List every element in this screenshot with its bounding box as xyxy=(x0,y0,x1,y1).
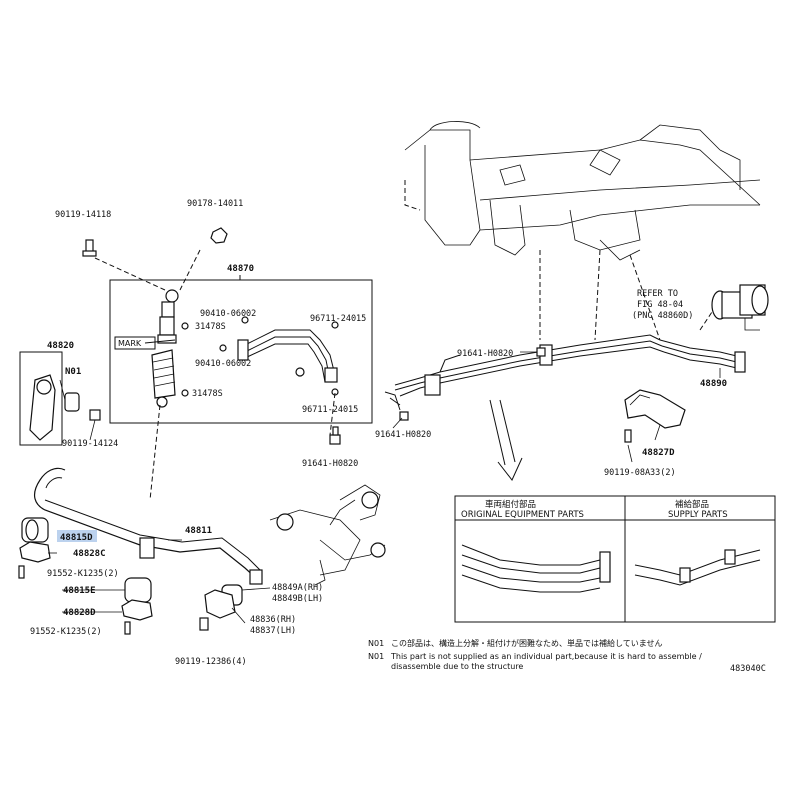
label-90410-06002-a: 90410-06002 xyxy=(200,309,256,319)
group-box-48820 xyxy=(19,351,63,446)
label-31478s-b: 31478S xyxy=(192,389,223,399)
label-48890: 48890 xyxy=(700,379,727,389)
vehicle-frame-outline xyxy=(404,121,761,341)
stabilizer-bar xyxy=(33,467,263,585)
label-96711-24015-b: 96711-24015 xyxy=(302,405,358,415)
bracket-48828c xyxy=(19,541,51,563)
label-91552-k1235-a: 91552-K1235(2) xyxy=(47,569,119,579)
label-90410-06002-b: 90410-06002 xyxy=(195,359,251,369)
label-91552-k1235-b: 91552-K1235(2) xyxy=(30,627,102,637)
note-n01-jp-tag: N01 xyxy=(368,639,384,648)
label-48827d: 48827D xyxy=(642,448,675,458)
brake-line-bundle xyxy=(384,334,746,411)
washer-bolts-48870 xyxy=(181,316,339,397)
leader-91641-h0820-a xyxy=(329,392,336,436)
nut-90178-14011 xyxy=(210,227,228,244)
leader-shock-to-bar xyxy=(149,404,161,501)
actuator-assembly xyxy=(711,284,769,331)
frame-fasteners xyxy=(399,347,632,443)
bracket-48827d xyxy=(624,389,686,429)
bolt-91552-k1235-a xyxy=(18,565,25,579)
lower-control-arm xyxy=(269,484,386,586)
figure-code: 483040C xyxy=(730,664,766,674)
bolt-91552-k1235-b xyxy=(124,621,131,635)
bolt-90119-14118 xyxy=(82,239,97,257)
bushing-48815d xyxy=(21,517,49,543)
leader-90119-14118 xyxy=(94,257,166,291)
label-90119-14124: 90119-14124 xyxy=(62,439,118,449)
bolt-90119-12386 xyxy=(199,617,209,631)
highlight-48815d xyxy=(57,530,97,542)
original-lines-illustration xyxy=(461,544,611,593)
label-48870: 48870 xyxy=(227,264,254,274)
leader-lines xyxy=(48,351,721,624)
label-refer-fig: FIG 48-04 xyxy=(637,300,683,310)
note-n01-en-line1: This part is not supplied as an individu… xyxy=(390,652,702,661)
bracket-48836 xyxy=(204,589,236,619)
label-n01: N01 xyxy=(65,367,81,377)
label-91641-h0820-a: 91641-H0820 xyxy=(302,459,358,469)
bolt-91641-h0820-a xyxy=(329,426,341,445)
shock-absorber xyxy=(144,289,179,408)
label-48820: 48820 xyxy=(47,341,74,351)
label-48836: 48836(RH) xyxy=(250,615,296,625)
panel-supply-jp: 補給部品 xyxy=(675,499,709,510)
bushing-48815e xyxy=(124,577,152,603)
note-n01-en-line2: disassemble due to the structure xyxy=(391,662,523,671)
label-48811: 48811 xyxy=(185,526,212,536)
label-refer-to: REFER TO xyxy=(637,289,678,299)
label-refer-pnc: (PNC 48860D) xyxy=(632,311,693,321)
label-90119-14118: 90119-14118 xyxy=(55,210,111,220)
panel-supply-en: SUPPLY PARTS xyxy=(668,510,728,520)
stabilizer-link xyxy=(29,374,101,441)
label-48828c: 48828C xyxy=(73,549,106,559)
bracket-48828d xyxy=(121,599,153,621)
label-91641-h0820-b: 91641-H0820 xyxy=(457,349,513,359)
label-91641-h0820-c: 91641-H0820 xyxy=(375,430,431,440)
label-48828d: 48828D xyxy=(63,608,96,618)
label-48849a: 48849A(RH) xyxy=(272,583,323,593)
note-n01-jp: この部品は、構造上分解・組付けが困難なため、単品では補給していません xyxy=(391,638,663,648)
label-48837: 48837(LH) xyxy=(250,626,296,636)
panel-original-en: ORIGINAL EQUIPMENT PARTS xyxy=(461,510,584,520)
label-90119-12386: 90119-12386(4) xyxy=(175,657,247,667)
group-box-48870 xyxy=(109,279,373,424)
panel-original-jp: 車両組付部品 xyxy=(485,499,536,510)
label-48815e: 48815E xyxy=(63,586,96,596)
note-n01-en-tag: N01 xyxy=(368,652,384,661)
sensor-hoses xyxy=(237,329,338,383)
supply-lines-illustration xyxy=(634,549,761,586)
label-48815d: 48815D xyxy=(60,533,93,543)
label-48849b: 48849B(LH) xyxy=(272,594,323,604)
label-90178-14011: 90178-14011 xyxy=(187,199,243,209)
leader-90178-14011 xyxy=(179,249,201,291)
label-90119-08a33: 90119-08A33(2) xyxy=(604,468,676,478)
reference-arrow xyxy=(489,399,523,481)
parts-comparison-panel xyxy=(454,495,776,623)
label-96711-24015-a: 96711-24015 xyxy=(310,314,366,324)
label-mark: MARK xyxy=(118,339,142,348)
mark-box xyxy=(114,336,156,350)
label-31478s-a: 31478S xyxy=(195,322,226,332)
